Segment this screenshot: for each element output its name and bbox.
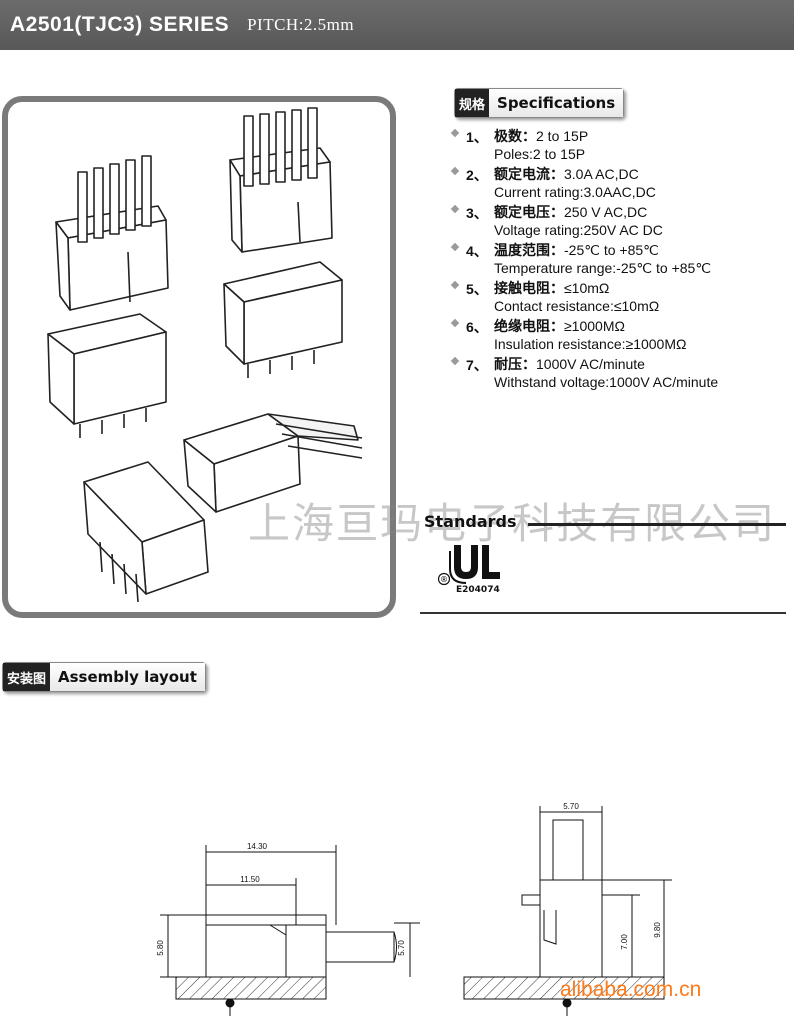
ul-recognized-icon: ®: [438, 545, 500, 586]
spec-en-text: Current rating:3.0AAC,DC: [494, 184, 656, 200]
connector-housing-illustration-1: [55, 155, 169, 311]
spec-cn-label: 绝缘电阻：: [494, 318, 564, 334]
spec-en-text: Poles:2 to 15P: [494, 146, 586, 162]
spec-en-text: Withstand voltage:1000V AC/minute: [494, 374, 719, 390]
spec-item-temperature: 4、 温度范围：-25℃ to +85℃ Temperature range:-…: [450, 241, 792, 277]
spec-en-text: Temperature range:-25℃ to +85℃: [494, 260, 712, 276]
spec-item-withstand-voltage: 7、 耐压：1000V AC/minute Withstand voltage:…: [450, 355, 792, 391]
spec-cn-label: 接触电阻：: [494, 280, 564, 296]
specifications-tag-cn: 规格: [455, 89, 490, 117]
dim-overall-length: 14.30: [247, 842, 268, 851]
spec-number: 1、: [466, 129, 488, 145]
pitch-label: PITCH:2.5mm: [247, 15, 355, 34]
specifications-tag-en: Specifications: [489, 89, 624, 117]
spec-cn-label: 温度范围：: [494, 242, 564, 258]
spec-number: 7、: [466, 357, 488, 373]
spec-item-voltage: 3、 额定电压：250 V AC,DC Voltage rating:250V …: [450, 203, 792, 239]
spec-number: 3、: [466, 205, 488, 221]
spec-en-text: Voltage rating:250V AC DC: [494, 222, 663, 238]
connector-housing-illustration-2: [229, 107, 333, 253]
series-title: A2501(TJC3) SERIES: [10, 13, 230, 36]
spec-cn-value: ≥1000MΩ: [564, 318, 625, 334]
standards-bottom-divider: [420, 612, 786, 614]
spec-cn-value: 3.0A AC,DC: [564, 166, 639, 182]
spec-list: 1、 极数：2 to 15P Poles:2 to 15P 2、 额定电流：3.…: [450, 127, 792, 393]
assembly-drawing-left: [160, 845, 420, 1016]
spec-number: 5、: [466, 281, 488, 297]
spec-number: 6、: [466, 319, 488, 335]
spec-cn-value: 1000V AC/minute: [536, 356, 645, 372]
dim-height-right: 5.70: [397, 940, 406, 956]
spec-en-text: Insulation resistance:≥1000MΩ: [494, 336, 687, 352]
spec-cn-label: 额定电压：: [494, 204, 564, 220]
connector-wire-housing-illustration-5: [183, 413, 363, 513]
spec-item-current: 2、 额定电流：3.0A AC,DC Current rating:3.0AAC…: [450, 165, 792, 201]
dim-width: 5.70: [563, 802, 579, 811]
dim-height-left: 5.80: [156, 940, 165, 956]
spec-number: 2、: [466, 167, 488, 183]
dim-height-total: 9.80: [653, 922, 662, 938]
registered-mark: ®: [440, 575, 448, 584]
connector-illustrations: [47, 107, 363, 603]
spec-cn-label: 耐压：: [494, 356, 536, 372]
spec-cn-value: 250 V AC,DC: [564, 204, 648, 220]
connector-right-angle-illustration-6: [83, 461, 209, 603]
spec-cn-label: 额定电流：: [494, 166, 564, 182]
connector-header-illustration-4: [47, 313, 167, 438]
spec-cn-value: -25℃ to +85℃: [564, 242, 659, 258]
standards-title: Standards: [424, 512, 517, 531]
ul-certificate-number: E204074: [456, 585, 500, 595]
assembly-layout-tag: 安装图 Assembly layout: [2, 662, 206, 692]
assembly-drawing-right: [463, 806, 672, 1016]
spec-cn-value: 2 to 15P: [536, 128, 589, 144]
page-header: A2501(TJC3) SERIES PITCH:2.5mm: [0, 0, 794, 50]
spec-cn-label: 极数：: [494, 128, 536, 144]
spec-item-insulation-resistance: 6、 绝缘电阻：≥1000MΩ Insulation resistance:≥1…: [450, 317, 792, 353]
spec-item-contact-resistance: 5、 接触电阻：≤10mΩ Contact resistance:≤10mΩ: [450, 279, 792, 315]
assembly-tag-en: Assembly layout: [50, 663, 205, 691]
product-photo-panel: [2, 96, 396, 618]
dim-inner-length: 11.50: [240, 875, 260, 884]
connector-header-illustration-3: [223, 261, 343, 378]
spec-en-text: Contact resistance:≤10mΩ: [494, 298, 660, 314]
dim-height-inner: 7.00: [620, 934, 629, 950]
alibaba-watermark: alibaba.com.cn: [560, 978, 702, 1001]
spec-cn-value: ≤10mΩ: [564, 280, 610, 296]
assembly-tag-cn: 安装图: [3, 663, 51, 691]
standards-divider: [528, 523, 786, 526]
spec-item-poles: 1、 极数：2 to 15P Poles:2 to 15P: [450, 127, 792, 163]
spec-number: 4、: [466, 243, 488, 259]
specifications-tag: 规格 Specifications: [454, 88, 625, 118]
